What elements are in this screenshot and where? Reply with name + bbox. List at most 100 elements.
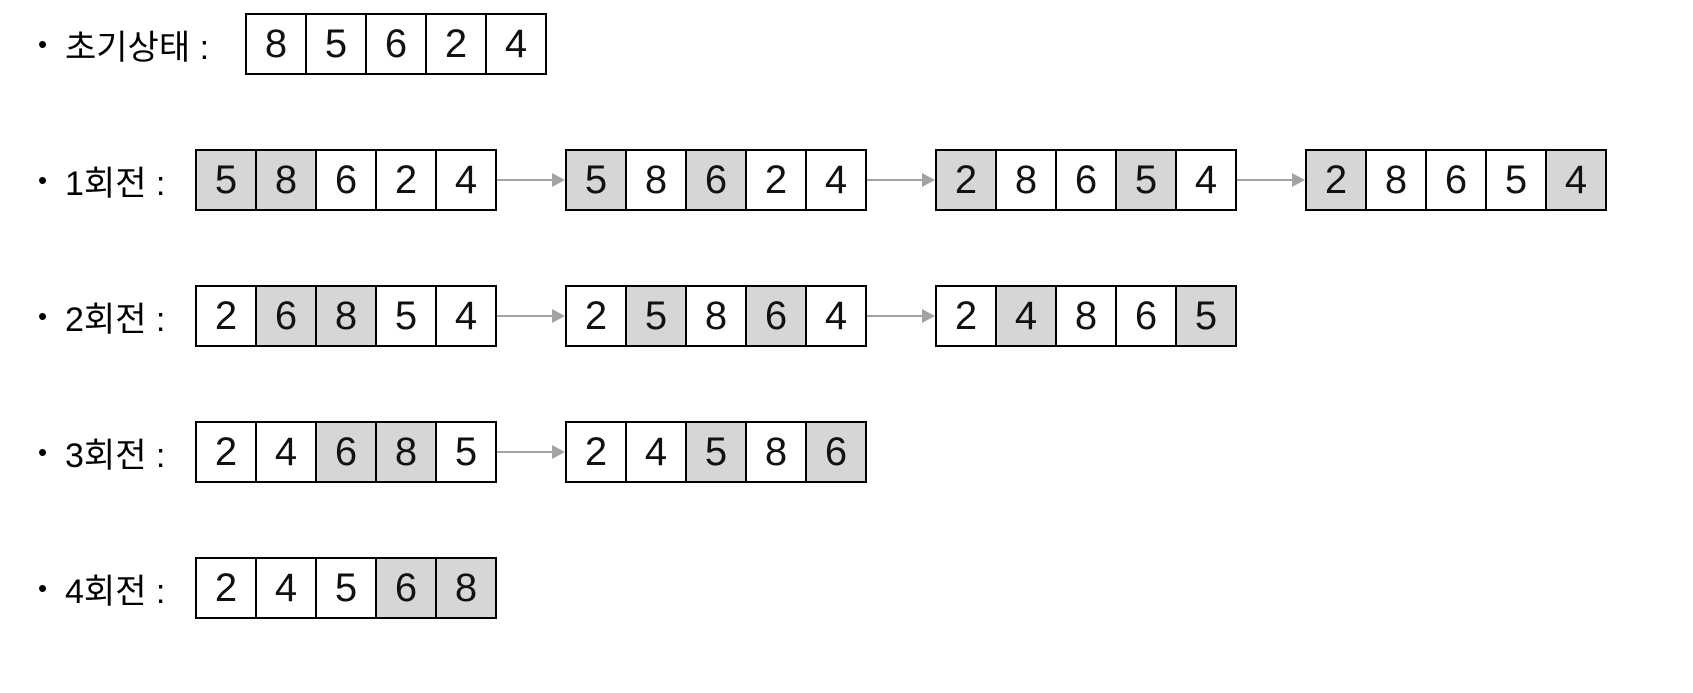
- array-cell: 4: [255, 557, 317, 619]
- row-label-round-1: 1회전 :: [65, 164, 166, 203]
- bullet-icon: •: [38, 29, 48, 59]
- array-cell: 6: [365, 13, 427, 75]
- array-cell: 4: [435, 285, 497, 347]
- array-cell: 4: [995, 285, 1057, 347]
- array-cell: 8: [375, 421, 437, 483]
- array-cell: 6: [255, 285, 317, 347]
- arrow-line: [1237, 179, 1294, 181]
- arrow-line: [497, 179, 554, 181]
- array-cell: 4: [1175, 149, 1237, 211]
- arrow-head: [922, 309, 935, 323]
- array-cell: 2: [745, 149, 807, 211]
- arrow-line: [867, 315, 924, 317]
- arrow-head: [1292, 173, 1305, 187]
- array-cell: 6: [685, 149, 747, 211]
- array-cell: 4: [1545, 149, 1607, 211]
- array-cell: 2: [195, 285, 257, 347]
- array-cell: 6: [375, 557, 437, 619]
- arrow-right-icon: [867, 285, 935, 347]
- arrow-head: [552, 309, 565, 323]
- arrow-right-icon: [497, 421, 565, 483]
- array-cell: 4: [805, 149, 867, 211]
- arrow-line: [497, 451, 554, 453]
- array-cell: 5: [1175, 285, 1237, 347]
- array-cell: 5: [375, 285, 437, 347]
- arrow-line: [867, 179, 924, 181]
- array-cell: 6: [805, 421, 867, 483]
- row-label-round-3: 3회전 :: [65, 436, 166, 475]
- array-cell: 8: [1365, 149, 1427, 211]
- array-cell: 2: [935, 149, 997, 211]
- arrow-right-icon: [497, 149, 565, 211]
- array-cell: 4: [805, 285, 867, 347]
- array-cell: 4: [435, 149, 497, 211]
- array-cell: 6: [1425, 149, 1487, 211]
- array-cell: 2: [1305, 149, 1367, 211]
- array-cell: 6: [745, 285, 807, 347]
- bullet-icon: •: [38, 573, 48, 603]
- array-cell: 6: [1115, 285, 1177, 347]
- row-label-initial: 초기상태 :: [65, 28, 210, 67]
- array-cell: 5: [1485, 149, 1547, 211]
- array-cell: 8: [625, 149, 687, 211]
- array-cell: 5: [195, 149, 257, 211]
- row-label-round-4: 4회전 :: [65, 572, 166, 611]
- array-cell: 8: [255, 149, 317, 211]
- array-cell: 5: [565, 149, 627, 211]
- array-cell: 8: [315, 285, 377, 347]
- array-cell: 2: [935, 285, 997, 347]
- array-cell: 2: [195, 421, 257, 483]
- arrow-line: [497, 315, 554, 317]
- array-cell: 5: [305, 13, 367, 75]
- arrow-head: [552, 445, 565, 459]
- bullet-icon: •: [38, 437, 48, 467]
- array-cell: 2: [425, 13, 487, 75]
- array-cell: 5: [315, 557, 377, 619]
- array-cell: 5: [685, 421, 747, 483]
- array-cell: 5: [1115, 149, 1177, 211]
- arrow-right-icon: [1237, 149, 1305, 211]
- bullet-icon: •: [38, 301, 48, 331]
- array-cell: 2: [195, 557, 257, 619]
- bullet-icon: •: [38, 165, 48, 195]
- array-cell: 2: [375, 149, 437, 211]
- array-cell: 5: [625, 285, 687, 347]
- array-cell: 4: [485, 13, 547, 75]
- array-cell: 8: [435, 557, 497, 619]
- array-cell: 8: [245, 13, 307, 75]
- array-cell: 6: [1055, 149, 1117, 211]
- row-label-round-2: 2회전 :: [65, 300, 166, 339]
- array-cell: 2: [565, 285, 627, 347]
- array-cell: 4: [625, 421, 687, 483]
- array-cell: 6: [315, 149, 377, 211]
- array-cell: 6: [315, 421, 377, 483]
- array-cell: 8: [995, 149, 1057, 211]
- array-cell: 2: [565, 421, 627, 483]
- arrow-head: [922, 173, 935, 187]
- arrow-head: [552, 173, 565, 187]
- arrow-right-icon: [497, 285, 565, 347]
- array-cell: 8: [685, 285, 747, 347]
- array-cell: 8: [745, 421, 807, 483]
- array-cell: 5: [435, 421, 497, 483]
- arrow-right-icon: [867, 149, 935, 211]
- array-cell: 4: [255, 421, 317, 483]
- array-cell: 8: [1055, 285, 1117, 347]
